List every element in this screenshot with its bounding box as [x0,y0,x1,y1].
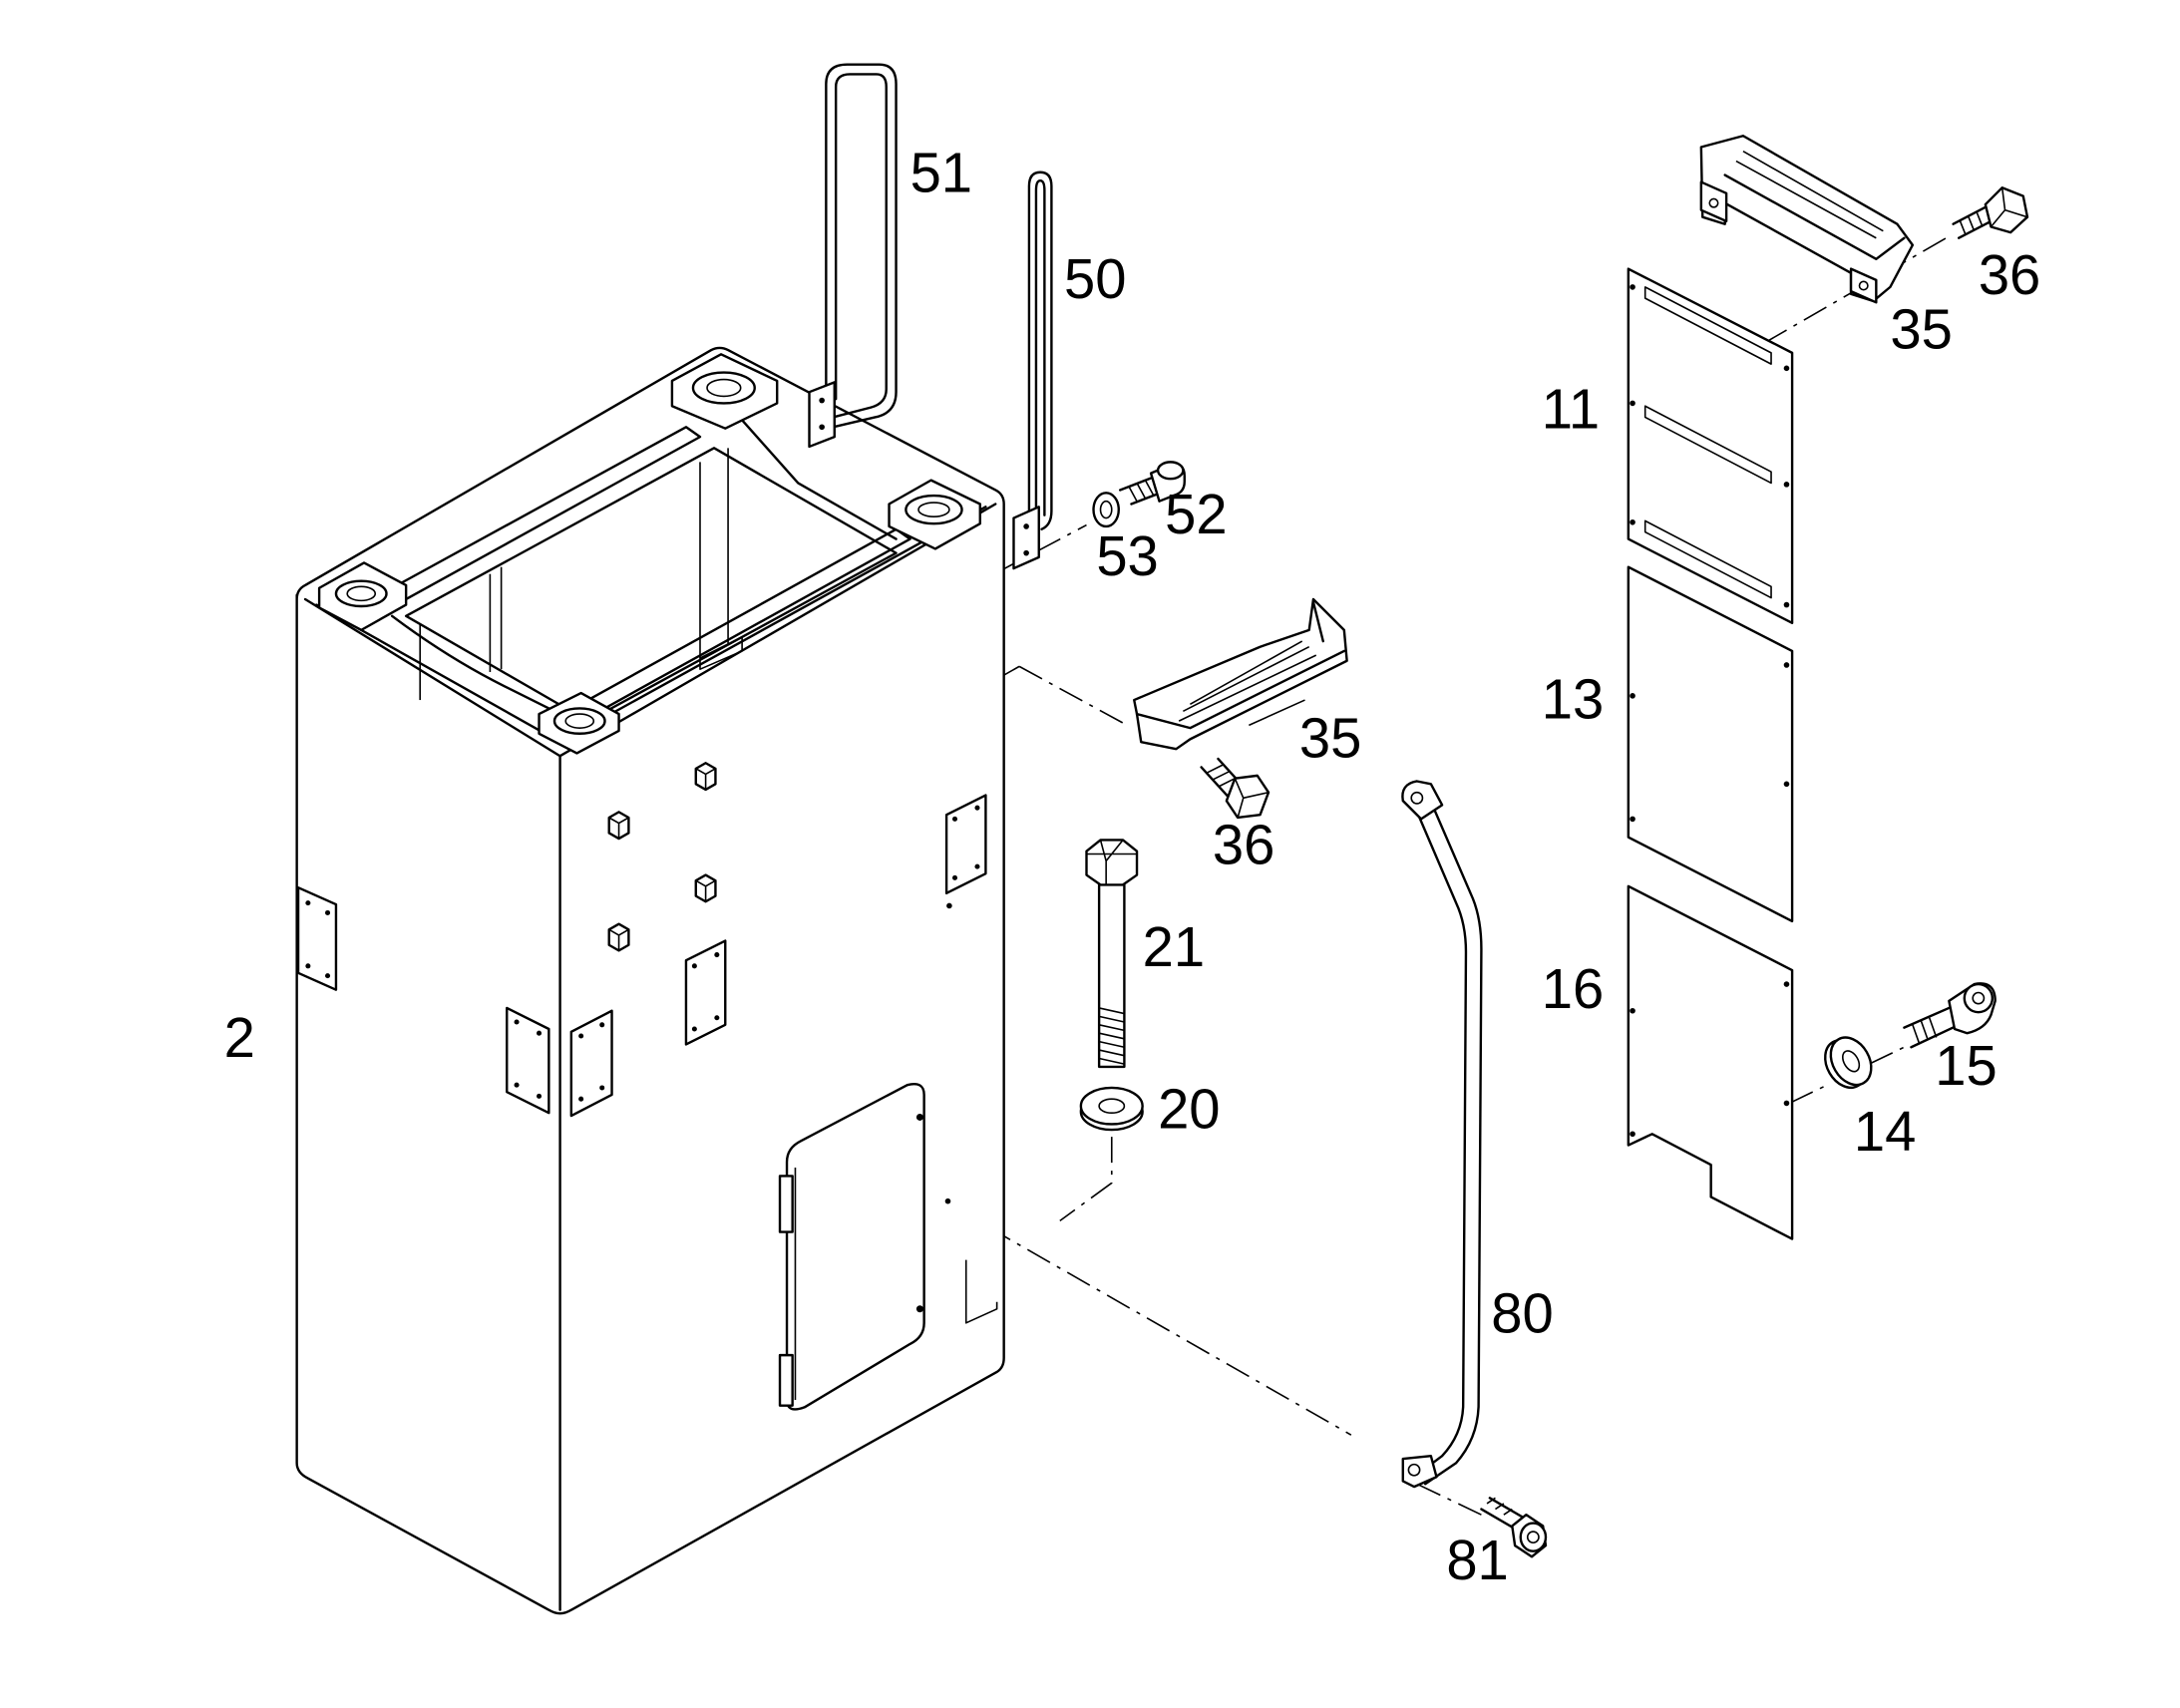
callout-53: 53 [1096,524,1158,587]
callout-2: 2 [224,1006,255,1069]
step-handle-part-35-middle [1134,599,1346,749]
callout-36-top: 36 [1979,243,2040,306]
hex-bolt-part-21 [1086,840,1137,1066]
screw-part-52 [1120,462,1185,504]
callout-35-top: 35 [1890,298,1952,361]
square-nut [696,875,716,902]
callout-11: 11 [1542,378,1600,441]
handle-part-51 [810,65,897,447]
washer-part-53 [1094,493,1119,526]
cap-screw-part-81 [1481,1498,1546,1556]
callout-36-middle: 36 [1213,813,1274,875]
panel-part-16 [1629,886,1792,1239]
grab-bar-part-80 [1402,781,1481,1487]
mounting-plate [686,941,725,1045]
mounting-plate [571,1011,612,1116]
mounting-plate [507,1008,548,1113]
mounting-plate [946,796,985,893]
corner-boss [540,693,619,753]
washer-part-14 [1817,1030,1880,1095]
corner-boss [890,481,980,549]
flange-bolt-part-36-top [1954,187,2027,238]
square-nut [696,763,716,790]
mounting-plate [298,887,336,989]
housing-part-2 [297,348,1004,1613]
callout-50: 50 [1064,247,1126,310]
corner-boss [672,354,777,428]
callout-21: 21 [1143,915,1205,978]
callout-35-middle: 35 [1299,707,1361,770]
callout-15: 15 [1935,1034,1997,1097]
callout-20: 20 [1158,1078,1220,1141]
callout-16: 16 [1542,957,1604,1020]
handle-part-35-top [1701,136,1913,302]
square-nut [609,924,629,951]
callout-51: 51 [910,141,972,203]
square-nut [609,812,629,839]
callout-80: 80 [1491,1282,1553,1345]
panel-part-13 [1629,567,1792,921]
washer-part-20 [1081,1088,1143,1130]
cap-screw-part-15 [1904,983,1995,1047]
callout-14: 14 [1854,1100,1916,1163]
handle-part-50 [1013,172,1051,568]
flange-bolt-part-36-middle [1202,759,1269,818]
callout-13: 13 [1542,667,1604,730]
panel-part-11 [1629,269,1792,623]
callout-81: 81 [1446,1529,1508,1591]
callout-52: 52 [1165,483,1227,545]
corner-boss [319,562,406,629]
callout-labels: 2 51 50 52 53 35 36 21 20 80 81 36 35 11… [224,141,2041,1590]
